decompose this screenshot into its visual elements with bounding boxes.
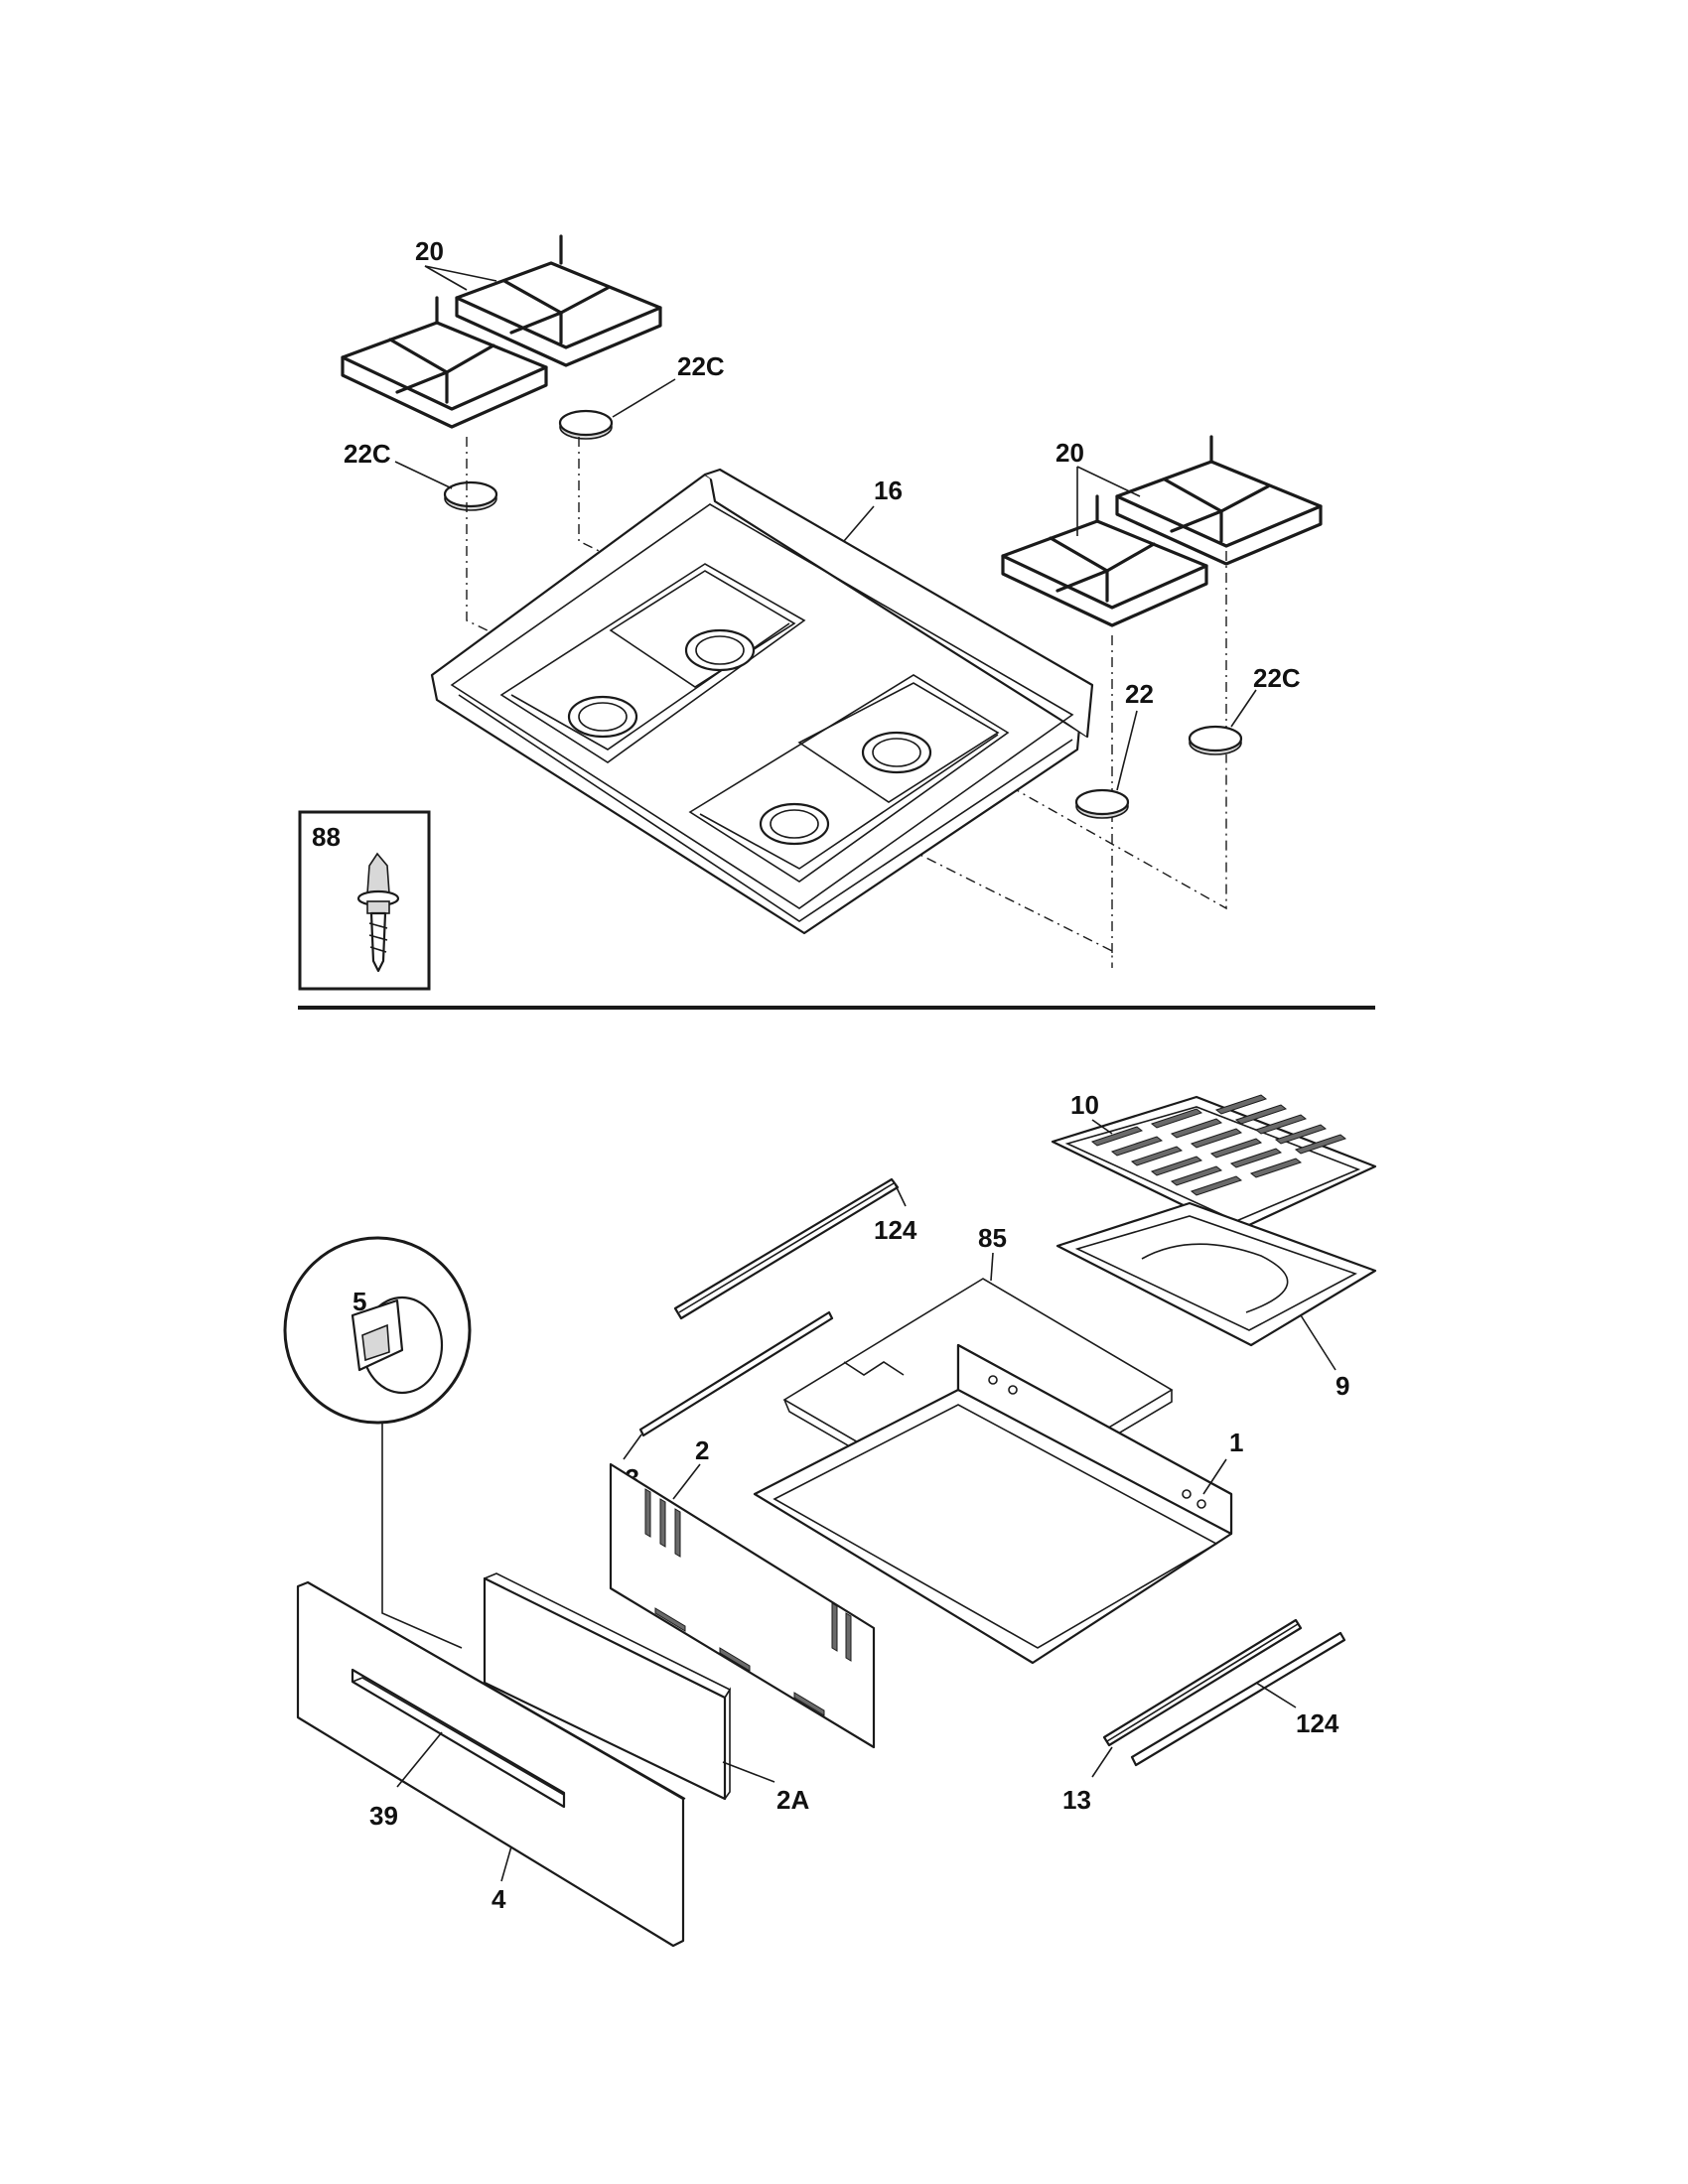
callout-2: 2	[695, 1435, 709, 1465]
callout-22c-left: 22C	[344, 439, 391, 469]
callout-16: 16	[874, 476, 903, 505]
callout-124-top: 124	[874, 1215, 917, 1245]
drawer-body-1[interactable]	[753, 1343, 1233, 1665]
burner-grate-front-left	[341, 296, 548, 429]
burner-cap-22c-right[interactable]	[1188, 725, 1243, 755]
callout-20-left: 20	[415, 236, 444, 266]
drawer-rail-124-bottom[interactable]	[1130, 1631, 1346, 1767]
drawer-slide-13-left[interactable]	[638, 1310, 834, 1437]
callout-1: 1	[1229, 1428, 1243, 1457]
drawer-handle-39[interactable]	[351, 1668, 566, 1809]
drawer-rail-124-top[interactable]	[673, 1177, 900, 1320]
burner-grate-front-right	[1001, 494, 1208, 627]
drawer-stop-5[interactable]	[351, 1296, 444, 1395]
callout-22c-right: 22C	[1253, 663, 1301, 693]
callout-13-bottom: 13	[1062, 1785, 1091, 1815]
callout-124-bottom: 124	[1296, 1708, 1339, 1738]
burner-grate-right-pair[interactable]	[1001, 435, 1323, 627]
drawer-inner-panel-2a[interactable]	[483, 1572, 732, 1801]
drawer-slide-13-bottom[interactable]	[1102, 1618, 1303, 1747]
burner-grate-rear-right	[1115, 435, 1323, 566]
broiler-pan-insert[interactable]	[1051, 1094, 1377, 1233]
broiler-pan[interactable]	[1055, 1201, 1377, 1347]
callout-4: 4	[492, 1884, 506, 1914]
callout-85: 85	[978, 1223, 1007, 1253]
callout-10: 10	[1070, 1090, 1099, 1120]
drawer-front-panel-2[interactable]	[609, 1462, 876, 1749]
callout-2a: 2A	[776, 1785, 809, 1815]
callout-22: 22	[1125, 679, 1154, 709]
burner-cap-22c-top[interactable]	[558, 409, 614, 440]
screw-88[interactable]	[356, 852, 400, 973]
detail-circle-5	[283, 1236, 472, 1425]
callout-88: 88	[312, 822, 341, 852]
burner-grate-left-pair[interactable]	[341, 234, 662, 429]
cooktop-main-top[interactable]	[430, 468, 1094, 935]
burner-cap-22[interactable]	[1074, 788, 1130, 819]
callout-39: 39	[369, 1801, 398, 1831]
callout-5: 5	[352, 1287, 366, 1316]
burner-grate-rear-left	[455, 234, 662, 367]
burner-cap-22c-left[interactable]	[443, 480, 498, 511]
callout-9: 9	[1336, 1371, 1349, 1401]
callout-22c-top: 22C	[677, 351, 725, 381]
inset-box-88	[298, 810, 431, 991]
callout-20-right: 20	[1055, 438, 1084, 468]
